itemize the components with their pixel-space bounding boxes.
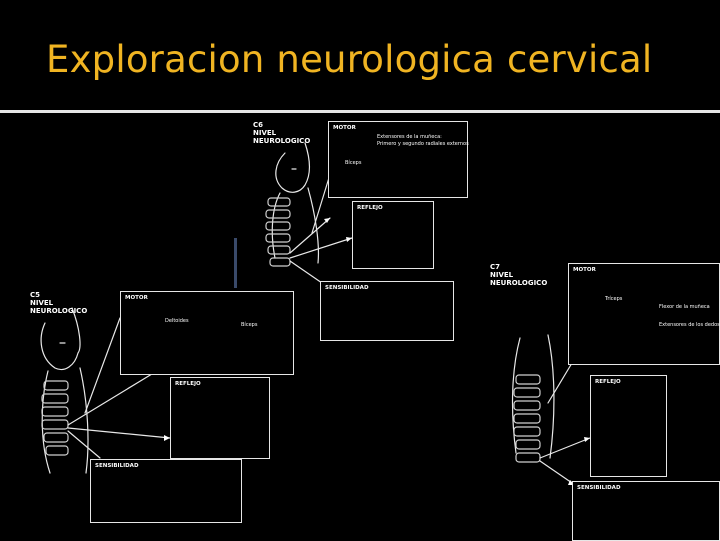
c5-reflex-panel: REFLEJO [170,377,270,459]
c6-motor-title: MOTOR [333,125,356,131]
c6-level-label: C6 NIVEL NEUROLOGICO [253,121,311,145]
c5-motor-title: MOTOR [125,295,148,301]
c6-motor-note-1: Extensores de la muñeca: [377,134,442,140]
c7-motor-note-2: Flexor de la muñeca [659,304,710,310]
c5-level-label: C5 NIVEL NEUROLOGICO [30,291,88,315]
slide-title: Exploracion neurologica cervical [46,38,653,81]
c5-motor-panel: MOTOR Deltoides Bíceps [120,291,294,375]
c7-reflex-title: REFLEJO [595,379,621,385]
c6-motor-note-2: Primero y segundo radiales externos [377,141,469,147]
c7-motor-panel: MOTOR Tríceps Flexor de la muñeca Extens… [568,263,720,365]
c5-sensory-title: SENSIBILIDAD [95,463,139,469]
c5-reflex-title: REFLEJO [175,381,201,387]
c7-motor-note-3: Extensores de los dedos [659,322,720,328]
dermatome-figure: C6 NIVEL NEUROLOGICO MOTOR Extensores de… [0,113,720,541]
c7-motor-note-1: Tríceps [605,296,623,302]
c6-reflex-title: REFLEJO [357,205,383,211]
c5-motor-note-1: Deltoides [165,318,189,324]
c6-sensory-panel: SENSIBILIDAD [320,281,454,341]
c7-motor-title: MOTOR [573,267,596,273]
c6-motor-panel: MOTOR Extensores de la muñeca: Primero y… [328,121,469,198]
title-divider [0,110,720,113]
c6-sensory-title: SENSIBILIDAD [325,285,369,291]
c5-sensory-panel: SENSIBILIDAD [90,459,242,523]
c7-sensory-title: SENSIBILIDAD [577,485,621,491]
c7-sensory-panel: SENSIBILIDAD [572,481,720,541]
c5-motor-note-2: Bíceps [241,322,258,328]
c6-reflex-panel: REFLEJO [352,201,434,269]
c6-motor-note-3: Bíceps [345,160,362,166]
c7-level-label: C7 NIVEL NEUROLOGICO [490,263,548,287]
c7-reflex-panel: REFLEJO [590,375,667,477]
